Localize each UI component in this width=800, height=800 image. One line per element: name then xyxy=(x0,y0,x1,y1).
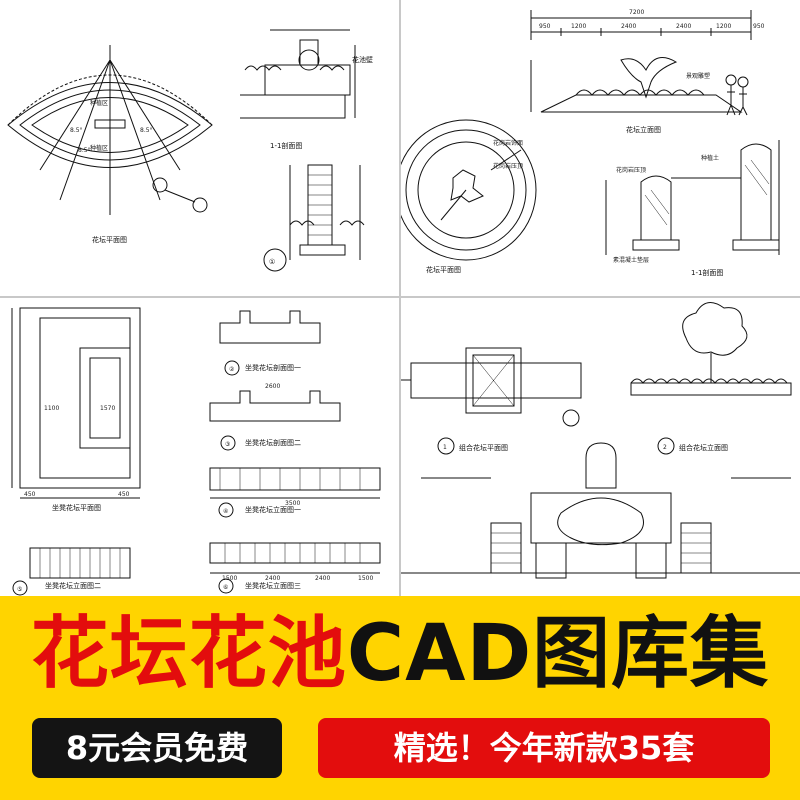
panel-round-planter: 花坛平面图 花坛立面图 1-1剖面图 7200 950 1200 2400 24… xyxy=(401,0,800,296)
label-concrete: 素混凝土垫层 xyxy=(613,256,649,264)
dim-total: 7200 xyxy=(629,9,644,16)
elev3-title: 坐凳花坛立面图三 xyxy=(245,581,301,590)
plan-label-facing: 花岗岩饰面 xyxy=(493,139,523,147)
plan-label-zone-2: 种植区 xyxy=(90,144,108,152)
dim-seg-6: 950 xyxy=(753,23,765,30)
section-title: 1-1剖面图 xyxy=(691,268,723,277)
marker-1: ① xyxy=(269,258,275,266)
elev-title: 组合花坛立面图 xyxy=(679,443,728,452)
panel-divider-vertical xyxy=(399,0,401,596)
sec2-title: 坐凳花坛剖面图二 xyxy=(245,438,301,447)
sec1-title: 坐凳花坛剖面图一 xyxy=(245,363,301,372)
plan-label-zone-1: 种植区 xyxy=(90,99,108,107)
label-sculpture: 景观雕塑 xyxy=(686,72,710,80)
dim-2: 1100 xyxy=(44,405,59,412)
dim-5: 2600 xyxy=(265,383,280,390)
dim-seg-3: 2400 xyxy=(621,23,636,30)
panel-oval-planter: 花池壁 种植区 种植区 8.5° 8.5° 8.5° 花坛平面图 1-1剖面图 … xyxy=(0,0,399,296)
dim-seg-2: 1200 xyxy=(571,23,586,30)
plan-title: 花坛平面图 xyxy=(92,235,127,244)
dim-seg-1: 950 xyxy=(539,23,551,30)
plan-title: 花坛平面图 xyxy=(426,265,461,274)
seat-planter-drawing: 坐凳花坛平面图 坐凳花坛立面图二 坐凳花坛剖面图一 坐凳花坛剖面图二 坐凳花坛立… xyxy=(11,307,381,596)
marker-1: 1 xyxy=(443,444,447,451)
dim-6: 3500 xyxy=(285,500,300,507)
dim-9: 2400 xyxy=(315,575,330,582)
marker-2: ② xyxy=(229,366,235,373)
dim-3: 1570 xyxy=(100,405,115,412)
marker-4: ④ xyxy=(223,508,228,515)
marker-6: ⑥ xyxy=(223,584,228,591)
dim-4: 450 xyxy=(118,491,130,498)
panel-divider-horizontal xyxy=(0,296,800,298)
dim-7: 1500 xyxy=(222,575,237,582)
cad-preview-grid: 花池壁 种植区 种植区 8.5° 8.5° 8.5° 花坛平面图 1-1剖面图 … xyxy=(0,0,800,596)
label-soil: 种植土 xyxy=(701,154,719,162)
plan-label-capping: 花岗岩压顶 xyxy=(493,162,523,170)
angle-label-1: 8.5° xyxy=(70,127,83,134)
dim-1: 450 xyxy=(24,491,36,498)
panel-combined-planter: 1 组合花坛平面图 2 组合花坛立面图 xyxy=(401,298,800,596)
section-title: 1-1剖面图 xyxy=(270,141,302,150)
plan-title: 组合花坛平面图 xyxy=(459,443,508,452)
dim-10: 1500 xyxy=(358,575,373,582)
plan-label-wall: 花池壁 xyxy=(352,55,373,64)
label-capping: 花岗岩压顶 xyxy=(616,166,646,174)
round-planter-drawing: 花坛平面图 花坛立面图 1-1剖面图 7200 950 1200 2400 24… xyxy=(401,9,780,277)
dim-8: 2400 xyxy=(265,575,280,582)
oval-planter-drawing: 花池壁 种植区 种植区 8.5° 8.5° 8.5° 花坛平面图 1-1剖面图 … xyxy=(7,29,373,272)
marker-3: ③ xyxy=(225,441,230,448)
marker-2: 2 xyxy=(663,444,667,451)
angle-label-2: 8.5° xyxy=(140,127,153,134)
elev1-title: 坐凳花坛立面图一 xyxy=(245,505,301,514)
headline-black: CAD图库集 xyxy=(346,609,770,699)
selection-badge: 精选！今年新款35套 xyxy=(318,718,770,778)
headline-red: 花坛花池 xyxy=(30,609,347,699)
dim-seg-5: 1200 xyxy=(716,23,731,30)
marker-5: ⑤ xyxy=(17,586,22,593)
angle-label-3: 8.5° xyxy=(78,147,91,154)
banner-headline: 花坛花池CAD图库集 xyxy=(0,606,800,702)
combined-planter-drawing: 1 组合花坛平面图 2 组合花坛立面图 xyxy=(401,302,800,579)
member-free-badge: 8元会员免费 xyxy=(32,718,282,778)
panel-seat-planter: 坐凳花坛平面图 坐凳花坛立面图二 坐凳花坛剖面图一 坐凳花坛剖面图二 坐凳花坛立… xyxy=(0,298,399,596)
dim-seg-4: 2400 xyxy=(676,23,691,30)
plan-title: 坐凳花坛平面图 xyxy=(52,503,101,512)
elevation-title: 花坛立面图 xyxy=(626,125,661,134)
elev2-title: 坐凳花坛立面图二 xyxy=(45,581,101,590)
